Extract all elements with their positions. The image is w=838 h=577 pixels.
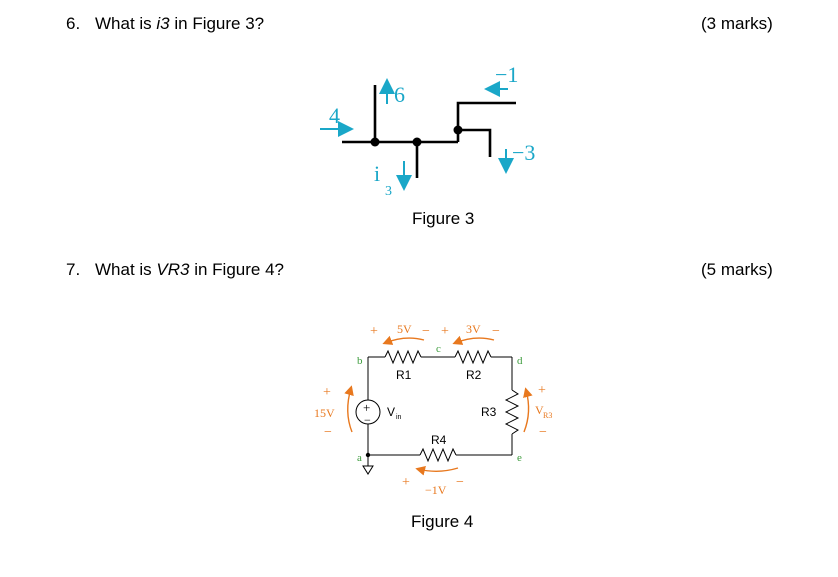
- r4-voltage: −1V: [425, 483, 447, 497]
- r4-plus: +: [402, 475, 410, 490]
- figure-3-junctions: [370, 125, 463, 147]
- node-label-d: d: [517, 355, 523, 367]
- resistor-r1: [384, 349, 422, 365]
- question-6-variable: i3: [156, 14, 170, 33]
- label-r2: R2: [466, 368, 482, 382]
- vr3-minus: −: [539, 425, 547, 440]
- voltage-source: [355, 399, 381, 425]
- source-voltage: 15V: [314, 406, 335, 420]
- label-r3: R3: [481, 405, 497, 419]
- vr3-voltage-arrow: [523, 387, 533, 433]
- r2-minus: −: [492, 324, 500, 339]
- label-minus-3: −3: [512, 140, 535, 165]
- question-7-text: What is VR3 in Figure 4?: [95, 260, 284, 280]
- source-plus: +: [363, 400, 370, 415]
- r2-plus: +: [441, 324, 449, 339]
- ground-node-dot: [365, 452, 371, 458]
- question-7-text-pre: What is: [95, 260, 157, 279]
- question-6-number: 6.: [66, 14, 81, 33]
- r2-voltage-arrow: [452, 335, 495, 345]
- resistor-r2: [454, 349, 492, 365]
- figure-3-wires: [342, 85, 516, 178]
- ground-icon: [362, 465, 374, 475]
- label-4: 4: [329, 103, 340, 128]
- label-vin-sub: in: [396, 414, 402, 421]
- source-voltage-plus: +: [323, 385, 331, 400]
- label-vin: V: [387, 405, 395, 419]
- source-voltage-arrow: [344, 385, 354, 433]
- r4-voltage-arrow: [415, 465, 459, 476]
- source-minus: −: [364, 413, 371, 427]
- node-label-a: a: [357, 452, 362, 464]
- r4-minus: −: [456, 475, 464, 490]
- node-label-c: c: [436, 343, 441, 355]
- node-label-e: e: [517, 452, 522, 464]
- r1-plus: +: [370, 324, 378, 339]
- vr3-plus: +: [538, 383, 546, 398]
- label-i: i: [374, 161, 380, 186]
- question-7-variable: VR3: [156, 260, 190, 279]
- node-label-b: b: [357, 355, 363, 367]
- label-r4: R4: [431, 433, 447, 447]
- junction-dot: [412, 137, 422, 147]
- figure-4-wires: [367, 349, 520, 466]
- resistor-r3: [504, 389, 520, 435]
- question-6-text: What is i3 in Figure 3?: [95, 14, 264, 34]
- question-7-text-post: in Figure 4?: [189, 260, 284, 279]
- junction-dot: [453, 125, 463, 135]
- source-voltage-minus: −: [324, 425, 332, 440]
- label-i-subscript: 3: [385, 184, 392, 199]
- question-6-text-pre: What is: [95, 14, 157, 33]
- question-6-text-post: in Figure 3?: [169, 14, 265, 33]
- question-6-marks: (3 marks): [701, 14, 773, 33]
- vr3-label-main: V: [535, 403, 544, 417]
- resistor-r4: [419, 447, 457, 463]
- question-7-marks: (5 marks): [701, 260, 773, 279]
- vr3-label-sub: R3: [543, 411, 552, 420]
- figure-3-caption: Figure 3: [412, 209, 475, 228]
- r1-minus: −: [422, 324, 430, 339]
- r1-voltage-arrow: [382, 335, 425, 345]
- r2-voltage: 3V: [466, 322, 481, 336]
- question-7-number: 7.: [66, 260, 81, 279]
- r1-voltage: 5V: [397, 322, 412, 336]
- figure-4-caption: Figure 4: [411, 512, 474, 531]
- label-minus-1: −1: [495, 62, 518, 87]
- junction-dot: [370, 137, 380, 147]
- label-6: 6: [394, 82, 405, 107]
- label-r1: R1: [396, 368, 412, 382]
